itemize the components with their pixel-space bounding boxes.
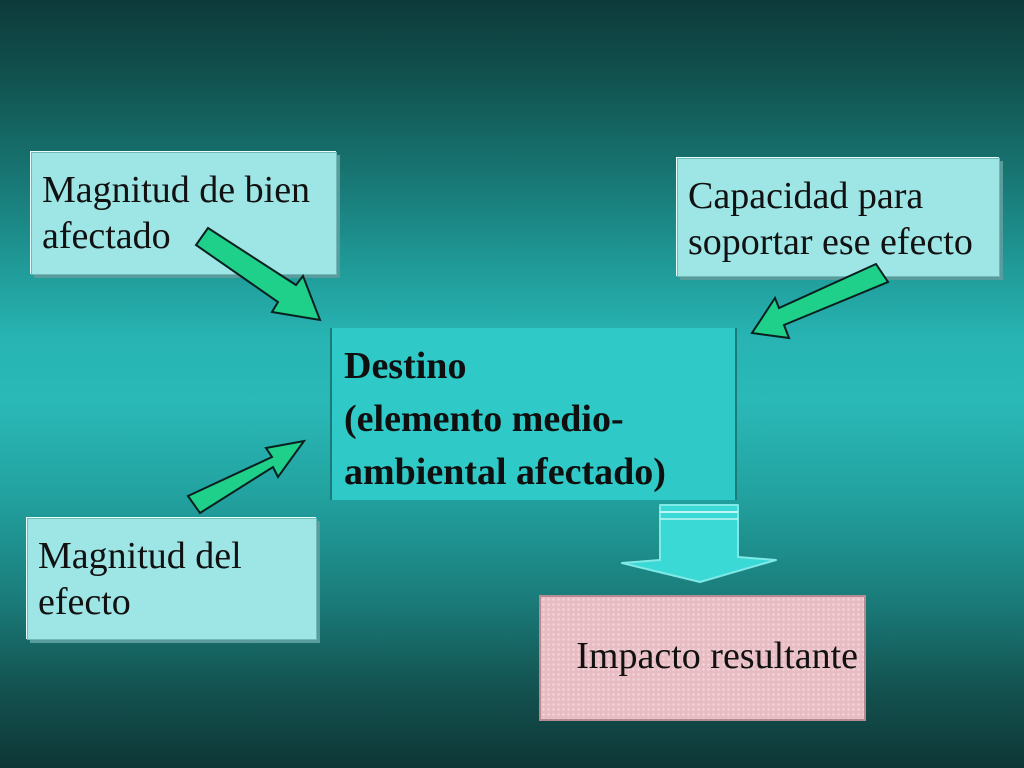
destino-line-1: Destino <box>344 345 467 387</box>
destino-line-3: ambiental afectado) <box>344 451 666 494</box>
arrow-down-icon <box>621 504 777 583</box>
arrow-capacidad-icon <box>750 262 890 340</box>
capacidad-box: Capacidad para soportar ese efecto <box>677 158 1000 277</box>
capacidad-line-1: Capacidad para <box>688 175 924 217</box>
magnitud-efecto-line-1: Magnitud del <box>38 535 242 577</box>
magnitud-efecto-box: Magnitud del efecto <box>27 518 317 640</box>
arrow-magnitud-bien-icon <box>194 226 322 322</box>
magnitud-efecto-line-2: efecto <box>38 581 131 624</box>
capacidad-line-2: soportar ese efecto <box>688 221 973 264</box>
impacto-box: Impacto resultante <box>539 595 866 721</box>
magnitud-bien-box: Magnitud de bien afectado <box>31 152 337 275</box>
impacto-label: Impacto resultante <box>576 635 858 677</box>
magnitud-bien-line-1: Magnitud de bien <box>42 169 311 211</box>
magnitud-bien-line-2: afectado <box>42 215 171 258</box>
destino-line-2: (elemento medio- <box>344 398 624 441</box>
arrow-magnitud-efecto-icon <box>186 439 307 515</box>
destino-box: Destino (elemento medio- ambiental afect… <box>330 328 737 500</box>
